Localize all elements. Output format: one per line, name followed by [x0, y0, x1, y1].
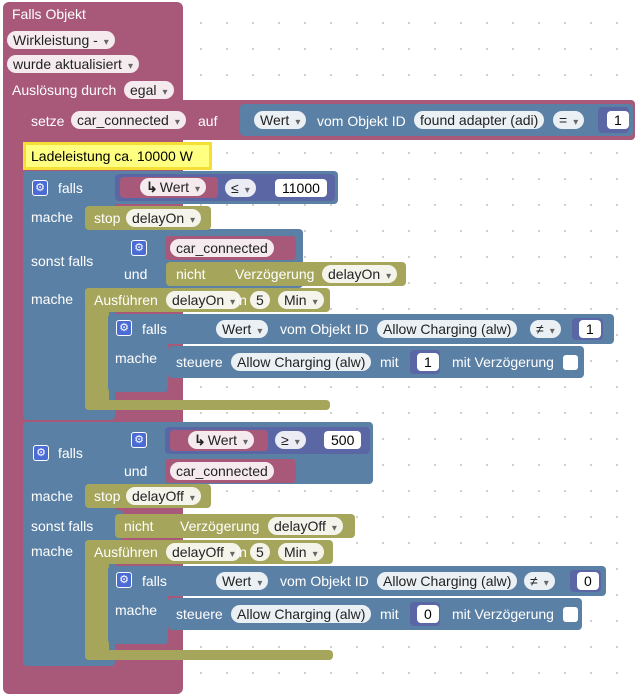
if1-inner-falls: falls: [142, 321, 167, 337]
gear-icon[interactable]: ⚙: [32, 180, 48, 196]
if1-unit-dropdown[interactable]: Min: [278, 291, 324, 309]
if1-operator-dropdown[interactable]: ≤: [225, 179, 256, 197]
gear-icon[interactable]: ⚙: [131, 432, 147, 448]
set-auf-label: auf: [198, 113, 218, 129]
set-vom-label: vom Objekt ID: [317, 113, 406, 129]
if2-stop-var-dropdown[interactable]: delayOff: [126, 487, 201, 505]
if2-in-label: in: [236, 544, 247, 560]
if1-und-label: und: [124, 266, 148, 282]
if1-verz-checkbox-label: mit Verzögerung: [452, 354, 554, 370]
if1-mache-label: mache: [31, 209, 74, 225]
if1-stop-var-dropdown[interactable]: delayOn: [126, 209, 202, 227]
if2-unit-dropdown[interactable]: Min: [278, 543, 324, 561]
set-label: setze: [31, 113, 65, 129]
if2-operator-dropdown[interactable]: ≥: [275, 431, 306, 449]
if2-ausf-dropdown[interactable]: delayOff: [166, 543, 241, 561]
if2-inner-wert-dropdown[interactable]: Wert: [216, 572, 269, 590]
if1-mit-number[interactable]: 1: [417, 353, 439, 371]
if2-mache2-label: mache: [31, 543, 74, 559]
if2-verz-checkbox[interactable]: [563, 607, 578, 622]
if2-steuere-object-field[interactable]: Allow Charging (alw): [231, 605, 372, 623]
trigger-event-dropdown[interactable]: wurde aktualisiert: [7, 55, 139, 73]
comment-text: Ladeleistung ca. 10000 W: [31, 148, 193, 164]
trigger-cause-dropdown[interactable]: egal: [124, 81, 174, 99]
if1-ausf-label: Ausführen: [94, 292, 158, 308]
trigger-object-dropdown[interactable]: Wirkleistung -: [7, 31, 115, 49]
if2-inner-falls: falls: [142, 573, 167, 589]
if2-var-field[interactable]: car_connected: [170, 462, 274, 480]
if1-inner-wert-dropdown[interactable]: Wert: [216, 320, 269, 338]
if2-nicht-label: nicht: [124, 518, 154, 534]
if1-verz-label: Verzögerung: [235, 266, 315, 282]
if1-inner-operator-dropdown[interactable]: ≠: [530, 320, 561, 338]
if1-in-number[interactable]: 5: [250, 291, 270, 309]
if2-ausf-label: Ausführen: [94, 544, 158, 560]
set-number[interactable]: 1: [607, 111, 629, 129]
if1-inner-number[interactable]: 1: [579, 320, 601, 338]
if2-number[interactable]: 500: [324, 431, 362, 449]
if2-verz-checkbox-label: mit Verzögerung: [452, 606, 554, 622]
if1-var-field[interactable]: car_connected: [170, 239, 274, 257]
set-operator-dropdown[interactable]: =: [553, 111, 585, 129]
if2-falls-label: falls: [58, 445, 83, 461]
if2-in-number[interactable]: 5: [250, 543, 270, 561]
if1-steuere-label: steuere: [176, 354, 223, 370]
if2-und-label: und: [124, 463, 148, 479]
set-variable-dropdown[interactable]: car_connected: [71, 111, 186, 129]
comment-block[interactable]: [23, 142, 212, 170]
set-wert-dropdown[interactable]: Wert: [254, 111, 307, 129]
if2-inner-object-field[interactable]: Allow Charging (alw): [377, 572, 518, 590]
if1-sonst-label: sonst falls: [31, 253, 94, 269]
if1-nicht-label: nicht: [176, 266, 206, 282]
if2-verz-dropdown[interactable]: delayOff: [268, 517, 343, 535]
if1-stop-label: stop: [94, 210, 121, 226]
trigger-title: Falls Objekt: [12, 6, 86, 22]
if1-ausf-dropdown[interactable]: delayOn: [166, 291, 242, 309]
if2-mit-label: mit: [380, 606, 399, 622]
if2-inner-number[interactable]: 0: [577, 572, 599, 590]
if2-mit-number[interactable]: 0: [417, 605, 439, 623]
if2-mache-label: mache: [31, 488, 74, 504]
if2-wert-dropdown[interactable]: ↳Wert: [188, 431, 255, 449]
if1-mache2-label: mache: [31, 291, 74, 307]
if1-inner-mache: mache: [115, 350, 158, 366]
if1-steuere-object-field[interactable]: Allow Charging (alw): [231, 353, 372, 371]
if2-inner-mache: mache: [115, 602, 158, 618]
gear-icon[interactable]: ⚙: [131, 240, 147, 256]
if1-number[interactable]: 11000: [275, 179, 327, 197]
if1-verz-checkbox[interactable]: [563, 355, 578, 370]
if2-inner-operator-dropdown[interactable]: ≠: [524, 572, 555, 590]
if2-steuere-label: steuere: [176, 606, 223, 622]
set-object-field[interactable]: found adapter (adi): [414, 111, 545, 129]
gear-icon[interactable]: ⚙: [116, 572, 132, 588]
if1-mit-label: mit: [380, 354, 399, 370]
gear-icon[interactable]: ⚙: [33, 445, 49, 461]
if1-in-label: in: [236, 292, 247, 308]
if2-inner-vom: vom Objekt ID: [280, 573, 369, 589]
trigger-cause-label: Auslösung durch: [12, 82, 117, 98]
if1-falls-label: falls: [58, 180, 83, 196]
if2-stop-label: stop: [94, 488, 121, 504]
if1-inner-object-field[interactable]: Allow Charging (alw): [377, 320, 518, 338]
if1-inner-vom: vom Objekt ID: [280, 321, 369, 337]
if1-verz-dropdown[interactable]: delayOn: [322, 265, 398, 283]
if2-verz-label: Verzögerung: [180, 518, 260, 534]
if1-wert-dropdown[interactable]: ↳Wert: [140, 178, 207, 196]
gear-icon[interactable]: ⚙: [116, 320, 132, 336]
return-arrow-icon: ↳: [194, 432, 206, 448]
if2-sonst-label: sonst falls: [31, 518, 94, 534]
return-arrow-icon: ↳: [146, 179, 158, 195]
